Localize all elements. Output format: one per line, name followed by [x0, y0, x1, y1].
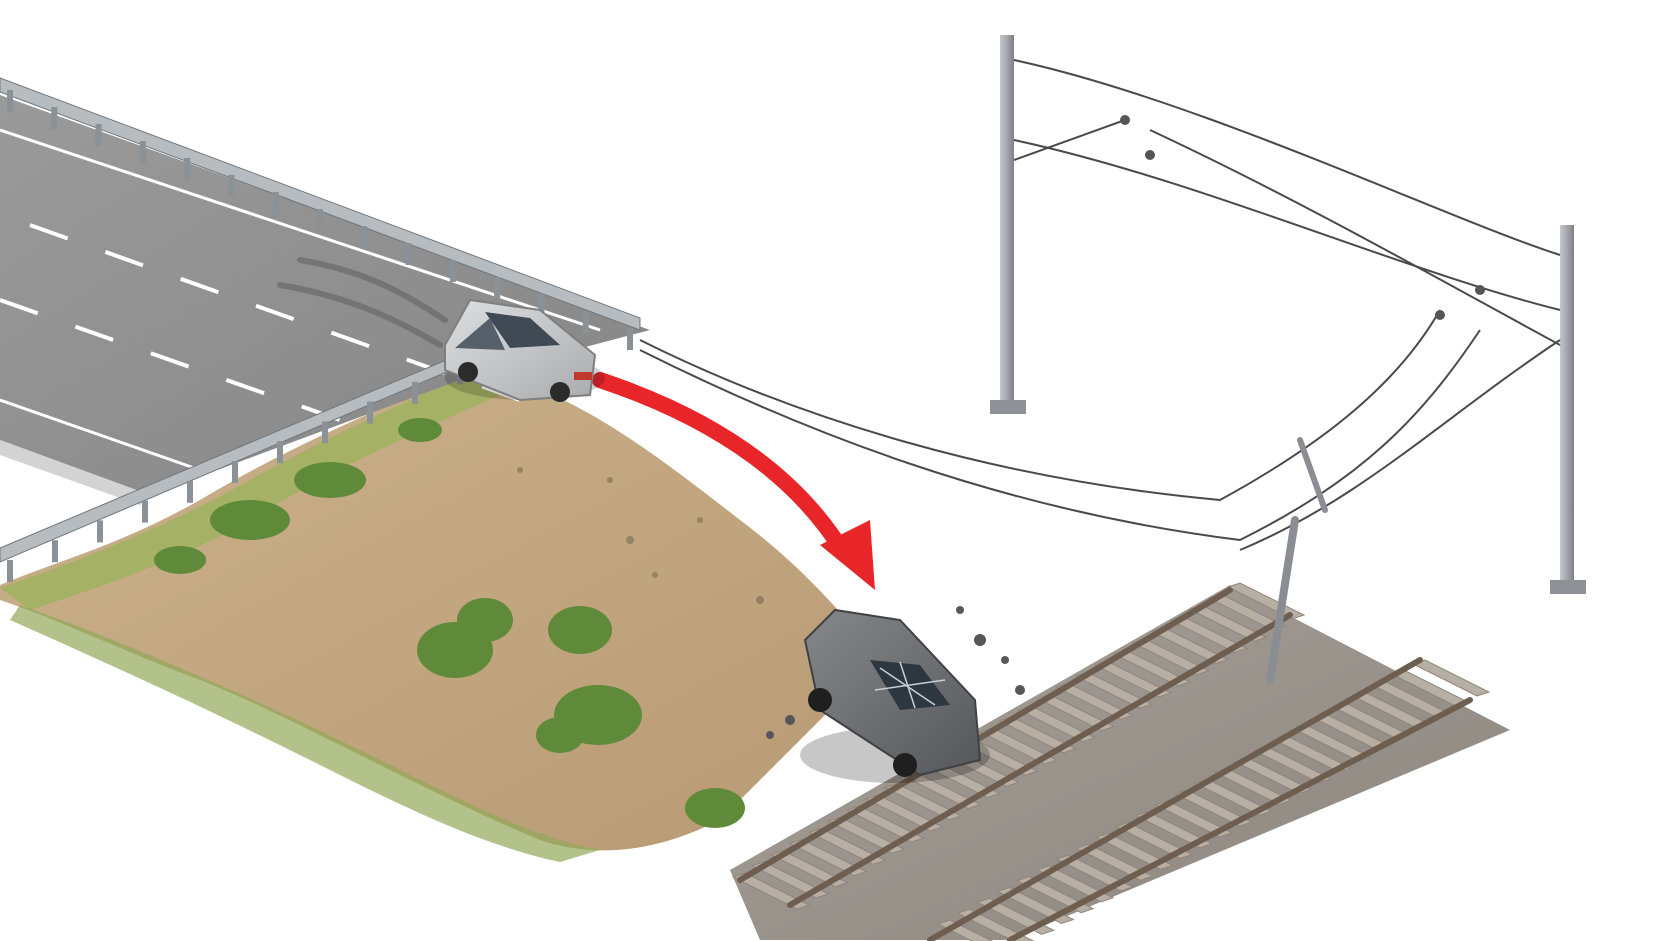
sleeper	[807, 827, 887, 865]
guardrail-post	[538, 294, 545, 316]
guardrail-post	[412, 381, 418, 404]
guardrail	[0, 77, 641, 582]
sleeper	[826, 816, 906, 854]
guardrail-post	[95, 124, 102, 146]
railway-track	[730, 582, 1510, 941]
guardrail-post	[405, 243, 412, 265]
sleeper	[750, 861, 830, 899]
guardrail-post	[139, 141, 146, 163]
sleeper	[979, 727, 1058, 765]
guardrail-post	[317, 209, 323, 231]
sleeper	[864, 794, 944, 832]
guardrail-post	[449, 260, 456, 282]
shrubs	[154, 418, 745, 828]
guardrail-post	[361, 226, 368, 248]
guardrail-post	[272, 192, 279, 214]
guardrail-post	[7, 560, 13, 582]
guardrail-post	[187, 480, 193, 503]
guardrail-post	[494, 277, 501, 299]
sleeper	[845, 805, 925, 843]
guardrail-post	[277, 441, 283, 464]
sleeper	[1095, 832, 1174, 870]
sleeper	[788, 838, 868, 877]
guardrail-post	[228, 175, 235, 197]
sleeper	[1154, 800, 1234, 838]
guardrail-post	[322, 421, 328, 444]
sleeper	[731, 872, 811, 910]
car-before-fall	[444, 298, 605, 402]
sleeper	[1075, 843, 1154, 881]
sleeper	[769, 850, 849, 888]
guardrail-post	[51, 107, 58, 129]
guardrail-post	[627, 328, 633, 350]
guardrail-post	[142, 500, 148, 523]
guardrail-post	[97, 520, 103, 543]
sleeper	[884, 783, 963, 821]
guardrail-post	[232, 461, 238, 483]
guardrail-post	[52, 540, 58, 563]
sleeper	[1226, 582, 1306, 620]
guardrail-post	[7, 90, 13, 112]
guardrail-post	[367, 401, 373, 424]
guardrail-post	[582, 311, 589, 333]
car-wrecked-on-track	[766, 606, 1025, 783]
sleeper	[1114, 821, 1194, 860]
grass-embankment	[0, 372, 880, 862]
broken-catenary-pole	[1266, 437, 1328, 684]
fall-trajectory-arrow	[592, 372, 875, 590]
sleeper	[1055, 854, 1135, 892]
sleeper	[956, 908, 1035, 941]
sleeper	[1174, 789, 1253, 827]
guardrail-post	[184, 158, 191, 180]
sleeper	[1134, 811, 1214, 849]
overhead-catenary	[639, 35, 1586, 594]
